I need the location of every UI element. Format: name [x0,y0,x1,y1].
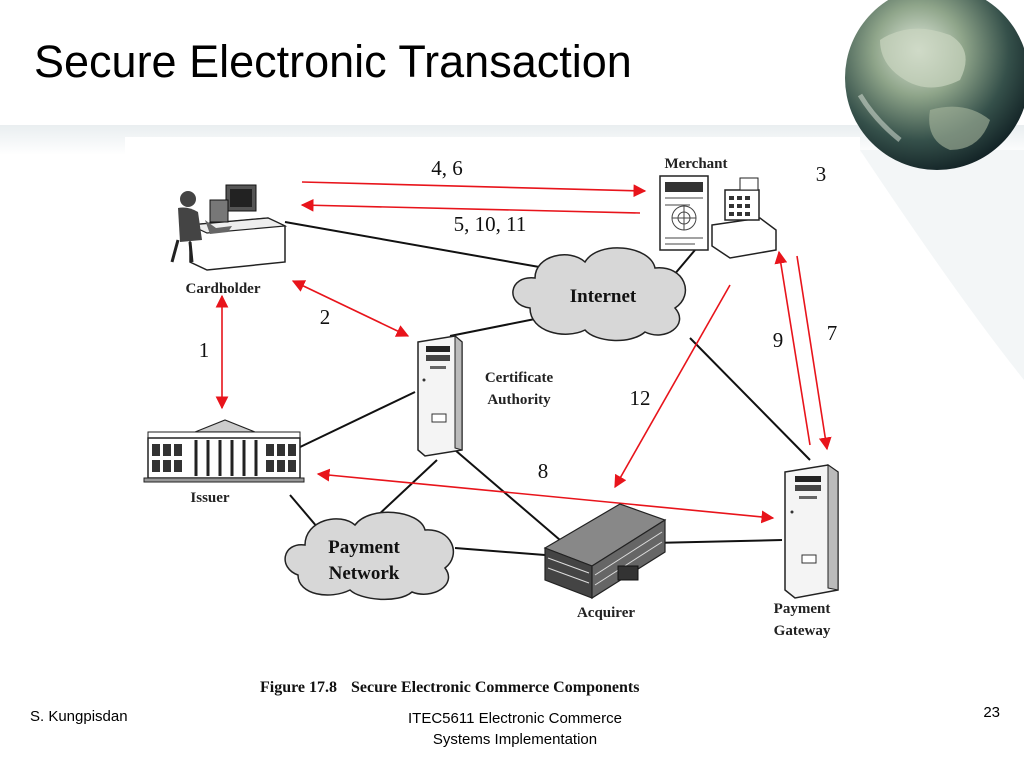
arrow-2 [291,280,410,337]
footer-author: S. Kungpisdan [30,708,128,725]
arrow-9 [774,250,811,446]
set-diagram: Cardholder Merchant Internet C [125,137,860,670]
footer-course-line1: ITEC5611 Electronic Commerce [408,710,622,727]
certificate-authority-server-icon [417,334,463,457]
figure-caption-number: Figure 17.8 [260,679,338,696]
payment-network-cloud [284,511,455,601]
cardholder-icon [170,184,288,271]
figure-caption: Figure 17.8 Secure Electronic Commerce Co… [260,679,639,697]
payment-network-label-line1: Payment [328,537,400,558]
gateway-label-line1: Payment [774,601,831,617]
merchant-icon [659,175,777,259]
gateway-label-line2: Gateway [774,623,831,639]
issuer-bank-icon [143,419,305,483]
step-label-5-10-11: 5, 10, 11 [454,212,527,236]
internet-cloud [512,247,686,342]
step-label-12: 12 [630,386,651,410]
globe-icon [845,0,1024,170]
step-label-4-6: 4, 6 [431,156,463,180]
message-arrows [215,181,832,524]
arrow-12 [614,284,731,489]
step-label-3: 3 [816,162,827,186]
cardholder-label: Cardholder [186,281,261,297]
ca-label-line1: Certificate [485,370,554,386]
issuer-label: Issuer [190,490,230,506]
slide-title: Secure Electronic Transaction [34,36,632,87]
payment-network-label-line2: Network [329,563,400,584]
footer-course: ITEC5611 Electronic Commerce Systems Imp… [370,708,660,750]
acquirer-building-icon [543,503,667,600]
step-label-8: 8 [538,459,549,483]
step-label-9: 9 [773,328,784,352]
step-label-7: 7 [827,321,838,345]
page-number: 23 [983,704,1000,721]
merchant-label: Merchant [664,156,727,172]
figure-caption-text: Secure Electronic Commerce Components [351,679,640,696]
acquirer-label: Acquirer [577,605,635,621]
arrow-5-10-11 [300,198,641,214]
ca-label-line2: Authority [487,392,551,408]
arrow-4-6 [301,181,647,198]
payment-gateway-server-icon [784,464,839,599]
arrow-7 [796,255,832,451]
step-label-1: 1 [199,338,210,362]
step-label-2: 2 [320,305,331,329]
arrow-8 [316,468,775,524]
internet-label: Internet [570,286,637,307]
footer-course-line2: Systems Implementation [432,731,598,748]
